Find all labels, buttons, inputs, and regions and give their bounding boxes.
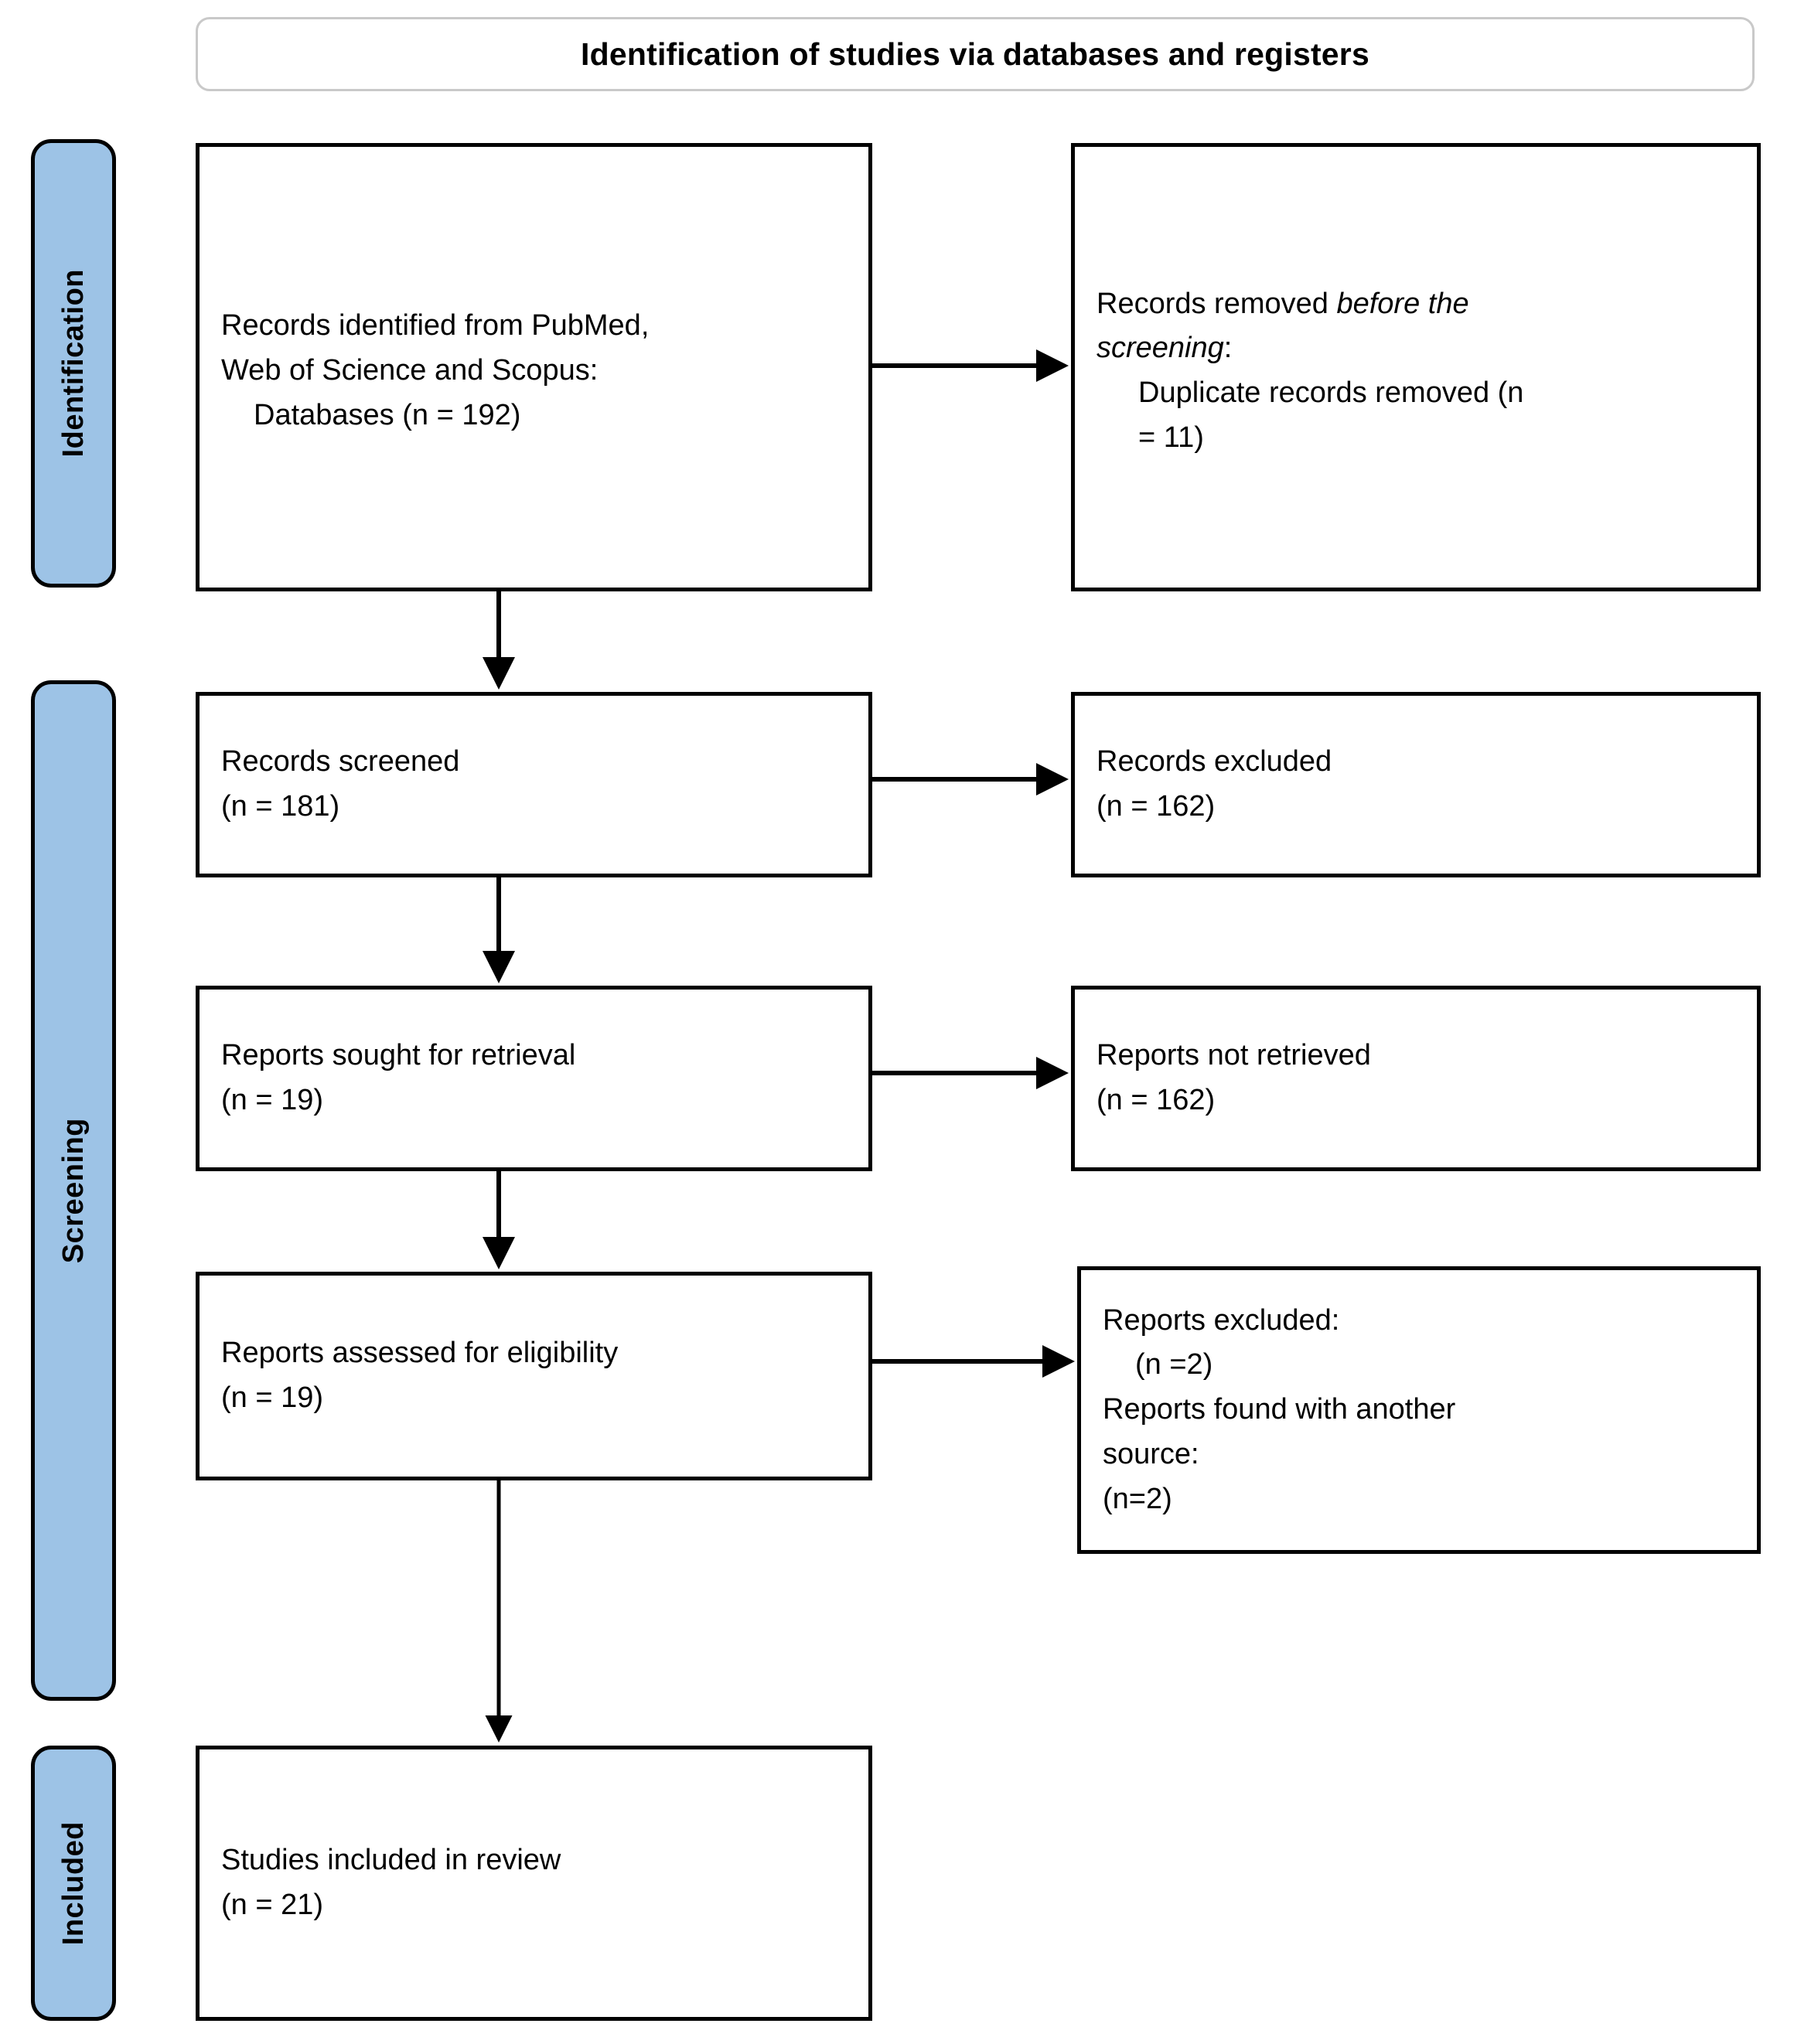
- records-removed-line-3: Duplicate records removed (n: [1138, 376, 1524, 409]
- reports-assessed-line-1: Reports assessed for eligibility: [221, 1337, 619, 1370]
- stage-bar-identification: Identification: [31, 139, 116, 588]
- box-records-screened: Records screened (n = 181): [196, 692, 872, 877]
- records-removed-line-1-italic: before the: [1336, 287, 1469, 320]
- stage-bar-included: Included: [31, 1746, 116, 2021]
- reports-assessed-line-2: (n = 19): [221, 1381, 324, 1414]
- box-records-removed: Records removed before the screening: Du…: [1071, 143, 1761, 591]
- reports-excluded-line-2: (n =2): [1135, 1348, 1213, 1381]
- reports-excluded-line-3: Reports found with another: [1103, 1393, 1456, 1426]
- records-removed-line-2-suffix: :: [1223, 332, 1233, 365]
- box-studies-included: Studies included in review (n = 21): [196, 1746, 872, 2021]
- box-reports-not-retrieved: Reports not retrieved (n = 162): [1071, 986, 1761, 1171]
- box-reports-excluded: Reports excluded: (n =2) Reports found w…: [1077, 1266, 1761, 1554]
- records-removed-line-2: screening:: [1097, 326, 1735, 371]
- box-records-identified: Records identified from PubMed, Web of S…: [196, 143, 872, 591]
- studies-included-line-1: Studies included in review: [221, 1844, 561, 1877]
- box-reports-assessed: Reports assessed for eligibility (n = 19…: [196, 1272, 872, 1480]
- records-identified-line-2: Web of Science and Scopus:: [221, 354, 599, 387]
- records-excluded-line-1: Records excluded: [1097, 745, 1332, 778]
- reports-not-retrieved-line-2: (n = 162): [1097, 1084, 1216, 1116]
- records-screened-line-1: Records screened: [221, 745, 460, 778]
- diagram-title-banner: Identification of studies via databases …: [196, 17, 1755, 91]
- reports-not-retrieved-line-1: Reports not retrieved: [1097, 1039, 1371, 1072]
- box-reports-sought: Reports sought for retrieval (n = 19): [196, 986, 872, 1171]
- reports-excluded-line-1: Reports excluded:: [1103, 1303, 1340, 1337]
- records-excluded-line-2: (n = 162): [1097, 790, 1216, 823]
- studies-included-line-2: (n = 21): [221, 1889, 324, 1921]
- box-records-excluded: Records excluded (n = 162): [1071, 692, 1761, 877]
- records-removed-line-1: Records removed before the: [1097, 282, 1735, 327]
- reports-sought-line-2: (n = 19): [221, 1084, 324, 1116]
- records-screened-line-2: (n = 181): [221, 790, 340, 823]
- diagram-title: Identification of studies via databases …: [581, 36, 1369, 72]
- reports-excluded-line-5: (n=2): [1103, 1482, 1172, 1515]
- records-identified-line-1: Records identified from PubMed,: [221, 309, 650, 342]
- records-removed-line-2-italic: screening: [1097, 332, 1224, 365]
- stage-bar-screening: Screening: [31, 680, 116, 1701]
- records-removed-line-1-prefix: Records removed: [1097, 287, 1337, 320]
- records-removed-line-4: = 11): [1138, 421, 1204, 454]
- reports-sought-line-1: Reports sought for retrieval: [221, 1039, 576, 1072]
- records-identified-line-3: Databases (n = 192): [254, 398, 521, 431]
- reports-excluded-line-4: source:: [1103, 1437, 1199, 1470]
